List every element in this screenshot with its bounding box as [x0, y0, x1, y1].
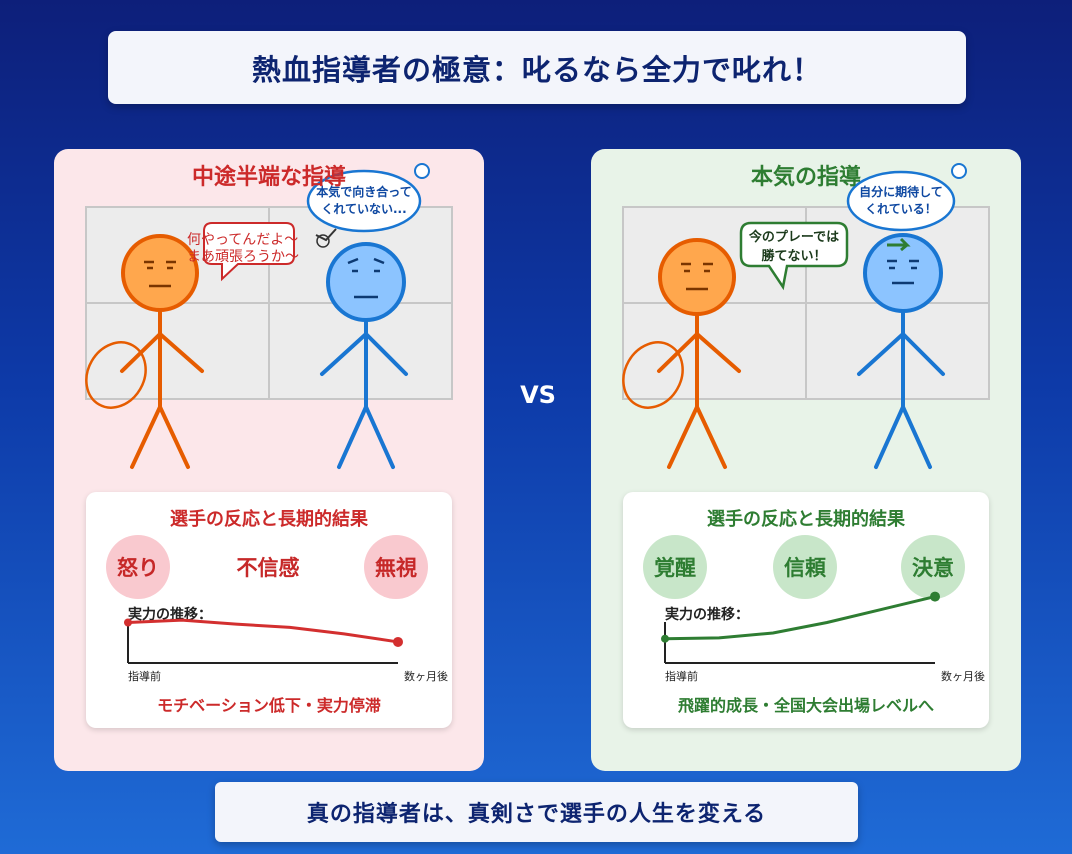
player-face [887, 259, 919, 285]
player-face [347, 257, 385, 299]
serious-scene: 今のプレーでは 勝てない！ 自分に期待して くれている！ [622, 163, 990, 469]
conclusion-banner: 真の指導者は、真剣さで選手の人生を変える [215, 782, 858, 842]
half-hearted-results-card: 選手の反応と長期的結果 怒り 不信感 無視 実力の推移： 指導前 数ヶ月後 モチ… [86, 492, 452, 728]
coach-speech-line-1: 何やってんだよ〜 [187, 232, 298, 248]
player-thought-bubble: 自分に期待して くれている！ [846, 163, 967, 232]
reaction-ignore: 無視 [364, 535, 428, 599]
player-figure [857, 233, 945, 469]
reaction-awakening: 覚醒 [643, 535, 707, 599]
coach-speech-bubble: 今のプレーでは 勝てない！ [739, 221, 849, 291]
trend-line [127, 618, 399, 644]
coach-speech-line-1: 今のプレーでは [748, 229, 839, 245]
page-title: 熱血指導者の極意：叱るなら全力で叱れ！ [251, 52, 822, 87]
player-figure [320, 242, 408, 469]
coach-face [144, 260, 176, 288]
arrow-icon [887, 237, 911, 252]
racket-icon [622, 341, 684, 409]
trend-label: 実力の推移： [665, 607, 749, 623]
player-thought-line-2: くれていない... [321, 202, 406, 216]
conclusion-text: 真の指導者は、真剣さで選手の人生を変える [306, 802, 767, 827]
trend-label: 実力の推移： [128, 607, 212, 623]
x-end-label: 数ヶ月後 [404, 669, 448, 683]
coach-speech-line-2: まあ頑張ろうか〜 [187, 249, 299, 265]
coach-face [681, 262, 713, 291]
trend-end-point [930, 591, 940, 602]
half-hearted-scene: 何やってんだよ〜 まあ頑張ろうか〜 本気で向き合って くれていない... [85, 163, 453, 469]
player-thought-bubble: 本気で向き合って くれていない... [306, 163, 430, 248]
results-summary: モチベーション低下・実力停滞 [157, 696, 381, 715]
coach-figure [657, 238, 741, 469]
half-hearted-title: 中途半端な指導 [191, 165, 346, 190]
reaction-trust: 信頼 [773, 535, 837, 599]
x-start-label: 指導前 [665, 669, 698, 683]
coach-speech-line-2: 勝てない！ [761, 248, 826, 264]
coach-speech-bubble: 何やってんだよ〜 まあ頑張ろうか〜 [187, 222, 299, 282]
results-title: 選手の反応と長期的結果 [707, 509, 905, 530]
results-title: 選手の反応と長期的結果 [170, 509, 368, 530]
half-hearted-panel: 何やってんだよ〜 まあ頑張ろうか〜 本気で向き合って くれていない... 中途半… [54, 149, 484, 771]
vs-label: VS [520, 381, 556, 409]
trend-line [664, 595, 936, 641]
trend-end-point [393, 636, 403, 647]
serious-trend-chart: 指導前 数ヶ月後 [661, 591, 985, 683]
x-start-label: 指導前 [128, 669, 161, 683]
serious-panel: 今のプレーでは 勝てない！ 自分に期待して くれている！ 本気の指導 選手の反応… [591, 149, 1021, 771]
reaction-anger: 怒り [106, 535, 170, 599]
x-end-label: 数ヶ月後 [941, 669, 985, 683]
half-hearted-trend-chart: 指導前 数ヶ月後 [124, 618, 448, 683]
trend-start-point [124, 618, 132, 627]
trend-start-point [661, 634, 669, 643]
serious-title: 本気の指導 [750, 165, 861, 190]
player-thought-line-1: 本気で向き合って [316, 184, 411, 199]
title-banner: 熱血指導者の極意：叱るなら全力で叱れ！ [108, 31, 966, 104]
results-summary: 飛躍的成長・全国大会出場レベルへ [677, 696, 934, 715]
reaction-distrust: 不信感 [236, 556, 300, 580]
reaction-determination: 決意 [901, 535, 965, 599]
serious-results-card: 選手の反応と長期的結果 覚醒 信頼 決意 実力の推移： 指導前 数ヶ月後 飛躍的… [623, 492, 989, 728]
racket-icon [85, 341, 147, 409]
player-thought-line-2: くれている！ [865, 202, 937, 216]
player-thought-line-1: 自分に期待して [859, 184, 943, 199]
coach-figure [120, 234, 204, 469]
